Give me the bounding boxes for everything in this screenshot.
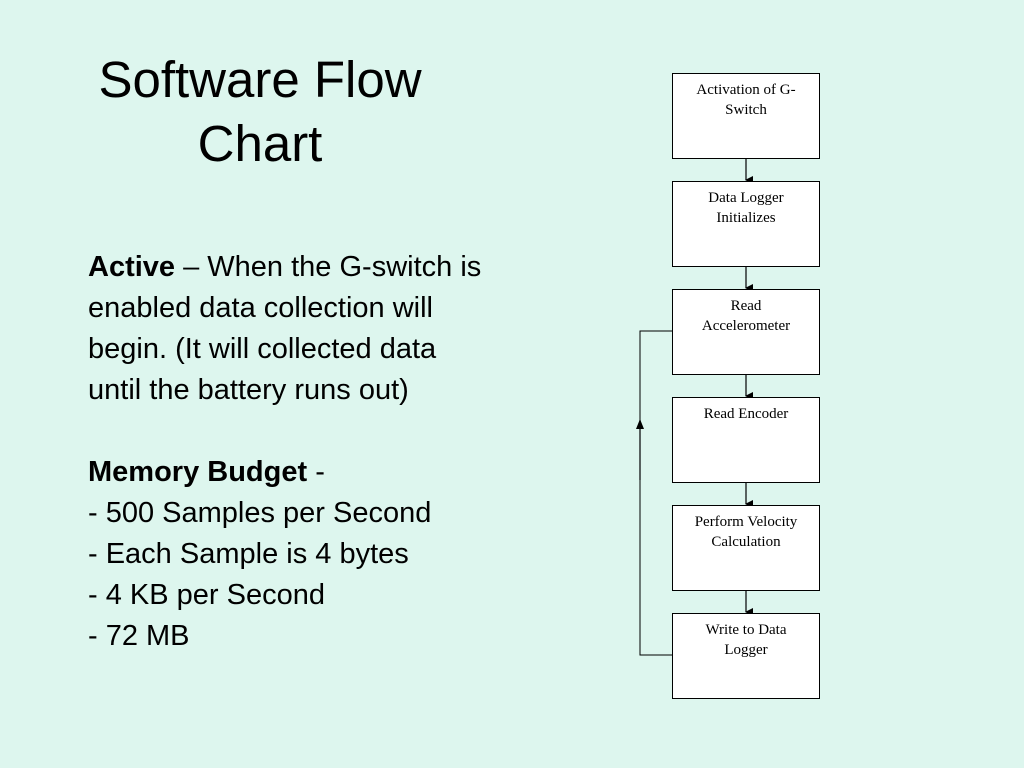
step-5-line-1: Perform Velocity: [694, 514, 798, 530]
step-data-logger-box: Data Logger Initializes: [672, 181, 820, 267]
active-line-3: until the battery runs out): [88, 374, 409, 406]
step-velocity-calculation-box: Perform Velocity Calculation: [672, 505, 820, 591]
description-text: Active – When the G-switch is enabled da…: [88, 247, 568, 657]
slide-title: Software Flow Chart: [40, 48, 480, 176]
step-read-accelerometer-box: Read Accelerometer: [672, 289, 820, 375]
memory-item-3: - 4 KB per Second: [88, 579, 325, 611]
step-activation-box: Activation of G- Switch: [672, 73, 820, 159]
loop-back-line: [639, 330, 672, 656]
memory-item-2: - Each Sample is 4 bytes: [88, 538, 409, 570]
step-6-line-1: Write to Data: [705, 622, 787, 638]
active-first-line: Active – When the G-switch is: [88, 247, 568, 288]
step-write-data-logger-box: Write to Data Logger: [672, 613, 820, 699]
memory-heading: Memory Budget -: [88, 452, 568, 493]
step-4-line-1: Read Encoder: [703, 406, 789, 422]
step-3-line-2: Accelerometer: [701, 318, 791, 334]
step-2-line-2: Initializes: [716, 210, 776, 226]
step-6-line-2: Logger: [724, 642, 768, 658]
title-line-2: Chart: [197, 115, 323, 172]
memory-item-4: - 72 MB: [88, 620, 190, 652]
active-label: Active: [88, 251, 176, 283]
memory-label: Memory Budget: [88, 456, 308, 488]
step-5-line-2: Calculation: [711, 534, 781, 550]
title-line-1: Software Flow: [98, 51, 422, 108]
step-2-line-1: Data Logger: [708, 190, 784, 206]
memory-item-1: - 500 Samples per Second: [88, 497, 432, 529]
active-line-1: enabled data collection will: [88, 292, 433, 324]
memory-suffix: -: [307, 456, 325, 488]
step-read-encoder-box: Read Encoder: [672, 397, 820, 483]
active-line-2: begin. (It will collected data: [88, 333, 437, 365]
step-1-line-2: Switch: [725, 102, 767, 118]
step-1-line-1: Activation of G-: [696, 82, 796, 98]
step-3-line-1: Read: [730, 298, 762, 314]
active-text: – When the G-switch is: [175, 251, 482, 283]
